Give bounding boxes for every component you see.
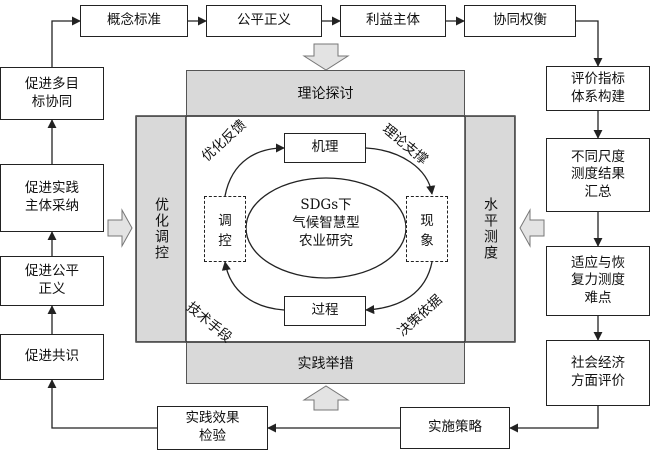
hollow-arrow-left [519, 208, 545, 248]
left-box-promote-fairness: 促进公平 正义 [0, 256, 104, 306]
center-title: SDGs下 气候智慧型 农业研究 [292, 197, 360, 250]
frame-bottom-practice: 实践举措 [186, 342, 465, 384]
frame-top-theory: 理论探讨 [186, 70, 465, 116]
arc-top-right [365, 147, 436, 195]
arrow-bottom-to-left [47, 379, 157, 429]
arc-bottom-left [221, 261, 285, 311]
right-box-multiscale-results: 不同尺度 测度结果 汇总 [546, 138, 650, 212]
left-box-consensus: 促进共识 [0, 334, 104, 380]
left-box-adoption: 促进实践 主体采纳 [0, 164, 104, 232]
node-phenomenon: 现 象 [406, 196, 448, 262]
bottom-box-strategy: 实施策略 [400, 407, 510, 449]
right-box-socioeconomic-eval: 社会经济 方面评价 [546, 340, 650, 406]
node-mechanism: 机理 [284, 133, 366, 163]
arrow-left-to-top [51, 16, 81, 67]
right-box-resilience-difficulty: 适应与恢 复力测度 难点 [546, 246, 650, 316]
arc-bottom-right [365, 261, 433, 315]
hollow-arrow-up [302, 385, 350, 411]
node-process: 过程 [284, 296, 366, 326]
right-box-indicator-system: 评价指标 体系构建 [546, 66, 650, 111]
frame-right-measurement: 水平测度 [465, 116, 515, 342]
arrow-right-to-bottom [509, 406, 599, 433]
top-box-fairness: 公平正义 [206, 5, 322, 37]
hollow-arrow-right [107, 208, 133, 248]
frame-left-regulation: 优化调控 [136, 116, 186, 342]
top-box-stakeholders: 利益主体 [340, 5, 446, 37]
hollow-arrow-down [302, 43, 350, 71]
arc-top-left [224, 143, 285, 197]
left-box-multi-goal: 促进多目 标协同 [0, 67, 104, 120]
bottom-box-verification: 实践效果 检验 [157, 406, 268, 450]
top-box-tradeoff: 协同权衡 [464, 5, 576, 37]
arrow-top-to-right [576, 20, 603, 67]
top-box-concept: 概念标准 [80, 5, 188, 37]
node-regulation: 调 控 [204, 196, 246, 262]
